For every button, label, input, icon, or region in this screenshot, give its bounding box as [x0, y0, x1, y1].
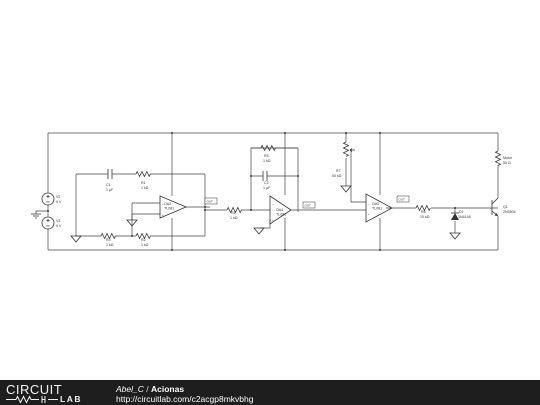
svg-text:TL081: TL081 [276, 213, 286, 217]
ground-symbol [449, 232, 461, 240]
svg-text:R6: R6 [421, 210, 426, 214]
author-link[interactable]: Abel_C [116, 384, 144, 394]
svg-text:OA5: OA5 [372, 202, 379, 206]
circuit-url-link[interactable]: http://circuitlab.com/c2acgp8mkvbhg [116, 394, 254, 404]
svg-text:C1: C1 [106, 183, 111, 187]
svg-text:2N3904: 2N3904 [503, 210, 516, 214]
svg-text:OUT: OUT [399, 198, 406, 202]
svg-text:1 kΩ: 1 kΩ [106, 243, 114, 247]
svg-text:1N4148: 1N4148 [458, 215, 471, 219]
logo-circuit-icon [6, 395, 58, 404]
svg-text:V2: V2 [56, 195, 60, 199]
capacitor-c1: C1 1 µF [103, 169, 117, 192]
junctions [47, 132, 456, 251]
resistor-r6: R6 10 kΩ [415, 204, 431, 219]
svg-text:OUT: OUT [305, 204, 312, 208]
resistor-r2: R2 1 kΩ [135, 232, 151, 247]
svg-text:V3: V3 [56, 219, 60, 223]
output-label-3: OUT [396, 195, 410, 203]
svg-text:1 kΩ: 1 kΩ [263, 159, 271, 163]
motor-resistor: Motor 50 Ω [494, 150, 513, 166]
circuit-schematic: V2 9 V V3 9 V C1 1 µF R1 1 kΩ R3 [31, 132, 516, 251]
resistor-r5: R5 1 kΩ [260, 144, 276, 163]
resistor-r3: R3 1 kΩ [100, 232, 116, 247]
svg-text:1 kΩ: 1 kΩ [141, 186, 149, 190]
svg-text:OA4: OA4 [276, 208, 283, 212]
svg-text:−: − [368, 202, 370, 206]
svg-text:OA2: OA2 [164, 202, 171, 206]
ground-symbol [340, 185, 352, 193]
output-label-2: OUT [302, 201, 316, 209]
ground-symbol [31, 213, 41, 219]
svg-text:OUT: OUT [207, 200, 214, 204]
svg-text:C2: C2 [264, 181, 269, 185]
logo-text-top: CIRCUIT [6, 382, 63, 397]
svg-text:R5: R5 [264, 154, 269, 158]
svg-text:R3: R3 [106, 238, 111, 242]
svg-text:R1: R1 [141, 181, 146, 185]
svg-text:TL081: TL081 [164, 207, 174, 211]
opamp-oa4: − + OA4 TL081 [269, 195, 292, 225]
ground-symbol [253, 227, 265, 235]
svg-text:50 Ω: 50 Ω [503, 161, 511, 165]
voltage-source-v2: V2 9 V [41, 192, 62, 206]
svg-text:1 kΩ: 1 kΩ [230, 216, 238, 220]
credit-line: Abel_C / Acionas [116, 384, 184, 394]
ground-symbol [126, 219, 138, 227]
svg-text:9 V: 9 V [56, 224, 62, 228]
transistor-q1: Q1 2N3904 [491, 197, 516, 217]
ground-symbol [70, 235, 82, 243]
svg-text:−: − [162, 202, 164, 206]
voltage-source-v3: V3 9 V [41, 216, 62, 230]
potentiometer-r7: R7 50 kΩ [332, 141, 355, 178]
svg-text:R4: R4 [231, 211, 236, 215]
footer-bar: CIRCUIT LAB Abel_C / Acionas http://circ… [0, 380, 540, 405]
svg-text:9 V: 9 V [56, 200, 62, 204]
svg-text:R2: R2 [141, 238, 146, 242]
diode-d1: D1 1N4148 [451, 210, 471, 220]
svg-text:R7: R7 [336, 169, 341, 173]
svg-text:10 kΩ: 10 kΩ [420, 215, 430, 219]
circuitlab-logo[interactable]: CIRCUIT LAB [6, 383, 106, 404]
svg-text:1 kΩ: 1 kΩ [141, 243, 149, 247]
opamp-oa2: − + OA2 TL081 [159, 195, 188, 219]
svg-text:+: + [368, 212, 370, 216]
separator: / [146, 384, 149, 394]
svg-text:1 µF: 1 µF [263, 186, 271, 190]
svg-text:Motor: Motor [503, 156, 513, 160]
capacitor-c2: C2 1 µF [262, 171, 271, 190]
svg-text:1 µF: 1 µF [106, 188, 114, 192]
wires [35, 132, 499, 251]
circuit-title[interactable]: Acionas [151, 384, 185, 394]
resistor-r1: R1 1 kΩ [135, 170, 151, 190]
opamp-oa5: − + OA5 TL081 [365, 193, 393, 223]
svg-text:D1: D1 [459, 210, 464, 214]
svg-text:−: − [272, 202, 274, 206]
svg-text:Q1: Q1 [503, 205, 508, 209]
svg-text:TL081: TL081 [372, 207, 382, 211]
output-label-1: OUT [204, 197, 218, 205]
svg-text:+: + [272, 218, 274, 222]
svg-text:+: + [162, 213, 164, 217]
svg-text:50 kΩ: 50 kΩ [332, 174, 342, 178]
resistor-r4: R4 1 kΩ [226, 206, 242, 220]
